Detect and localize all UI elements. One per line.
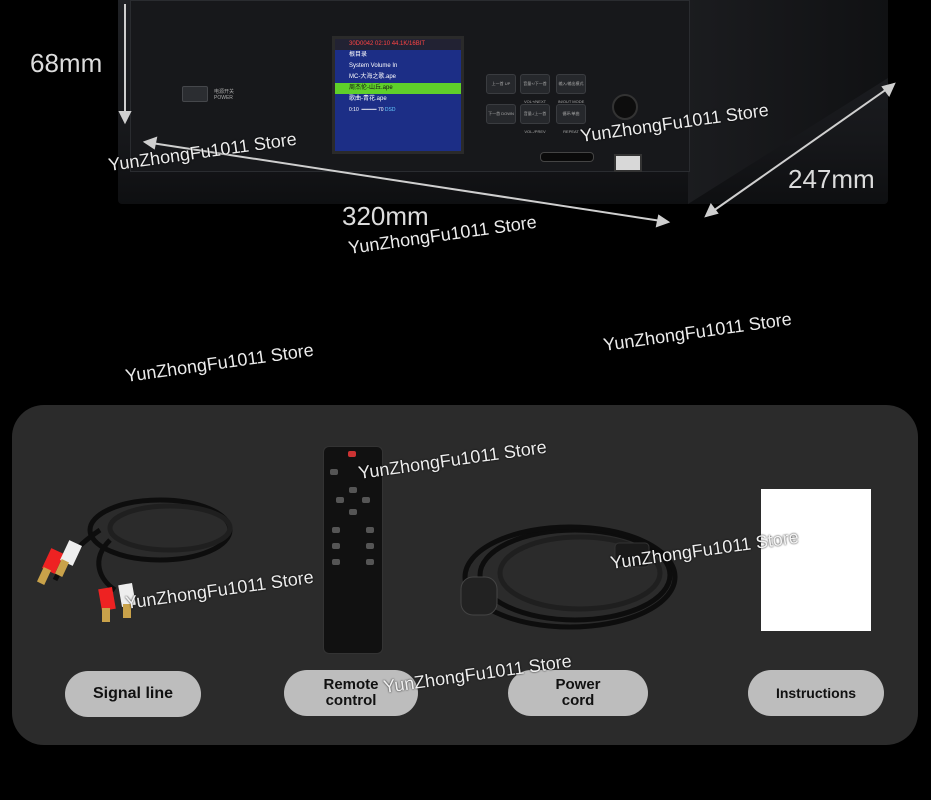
instructions-label: Instructions — [748, 670, 884, 716]
power-cord-label: Power cord — [508, 670, 648, 716]
screen-status: 30D0042 02:10 44.1K/16BIT — [335, 39, 461, 50]
screen-line: 歌曲-青花.ape — [349, 96, 387, 102]
remote-key — [336, 497, 344, 503]
remote-key — [332, 559, 340, 565]
screen-progress: 0:10 ━━━━━ 70 DSD — [349, 107, 396, 113]
dimension-arrows — [118, 4, 896, 228]
power-label: 电源开关 POWER — [214, 89, 235, 101]
depth-label: 247mm — [788, 164, 875, 194]
up-button: 上一首 UP — [486, 74, 516, 94]
remote-key — [366, 527, 374, 533]
remote-power-key — [348, 451, 356, 457]
width-arrow — [144, 141, 669, 223]
ir-receiver — [612, 94, 638, 120]
screen-format: DSD — [384, 107, 396, 113]
screen-line: System Volume In — [349, 63, 398, 69]
watermark: YunZhongFu1011 Store — [602, 308, 793, 356]
remote-control-label: Remote control — [284, 670, 418, 716]
mode-button: 输入/输出模式 IN/OUT MODE — [556, 74, 586, 104]
power-cord-image — [460, 524, 678, 630]
screen-line: 根目录 — [349, 52, 368, 58]
remote-key — [349, 487, 357, 493]
remote-key — [349, 509, 357, 515]
screen-line-selected: 周杰伦-山丘.ape — [335, 83, 461, 94]
screen-line: MC-大海之歌.ape — [349, 74, 397, 80]
remote-control-image — [323, 446, 383, 654]
repeat-button: 循环/单曲 REPEAT — [556, 104, 586, 134]
vol-prev-button: 音量-/上一首 VOL-/PREV — [520, 104, 550, 134]
down-button: 下一首 DOWN — [486, 104, 516, 124]
width-label: 320mm — [342, 201, 429, 231]
instructions-paper-image — [761, 489, 871, 631]
watermark: YunZhongFu1011 Store — [124, 339, 315, 387]
screen-volume: 70 — [377, 107, 384, 113]
remote-key — [366, 543, 374, 549]
vol-next-button: 音量+/下一首 VOL+/NEXT — [520, 74, 550, 104]
usb-port-icon — [614, 154, 642, 172]
depth-arrow — [705, 83, 895, 217]
power-button — [182, 86, 208, 102]
device-display: 30D0042 02:10 44.1K/16BIT 根目录 System Vol… — [332, 36, 464, 154]
remote-key — [332, 543, 340, 549]
signal-line-image — [36, 497, 233, 622]
remote-key — [332, 527, 340, 533]
sd-card-slot — [540, 152, 594, 162]
remote-key — [366, 559, 374, 565]
remote-key — [330, 469, 338, 475]
screen-time: 0:10 — [349, 107, 359, 113]
height-label: 68mm — [30, 48, 103, 78]
signal-line-label: Signal line — [65, 671, 201, 717]
remote-key — [362, 497, 370, 503]
